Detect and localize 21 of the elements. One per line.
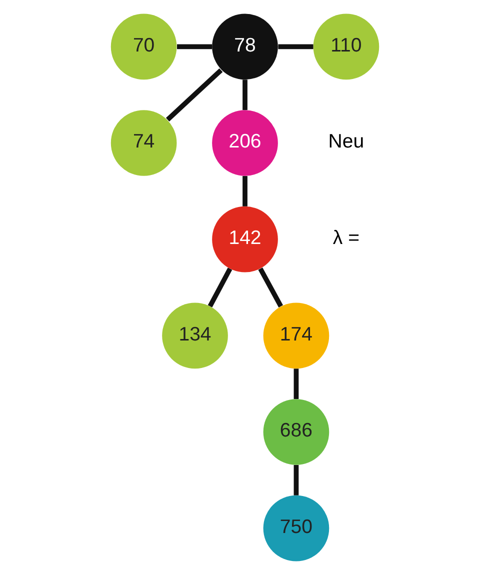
connector [208, 268, 232, 308]
connector [294, 368, 299, 400]
connector [242, 80, 248, 110]
node-circle: 206 [212, 110, 278, 176]
node-circle: 110 [313, 14, 380, 80]
connector [242, 176, 248, 206]
label: λ = [332, 226, 360, 249]
label: Neu [328, 130, 364, 153]
connector [177, 44, 212, 50]
node-circle: 142 [212, 206, 278, 272]
node-circle: 686 [263, 399, 330, 465]
node-circle: 78 [212, 14, 278, 80]
node-circle: 134 [162, 302, 228, 369]
connector [166, 68, 223, 122]
connector [278, 44, 314, 50]
node-circle: 74 [110, 110, 177, 176]
node-circle: 70 [110, 14, 177, 80]
node-circle: 750 [263, 495, 330, 562]
node-circle: 174 [263, 302, 330, 369]
connector [258, 268, 283, 308]
connector [294, 465, 299, 496]
